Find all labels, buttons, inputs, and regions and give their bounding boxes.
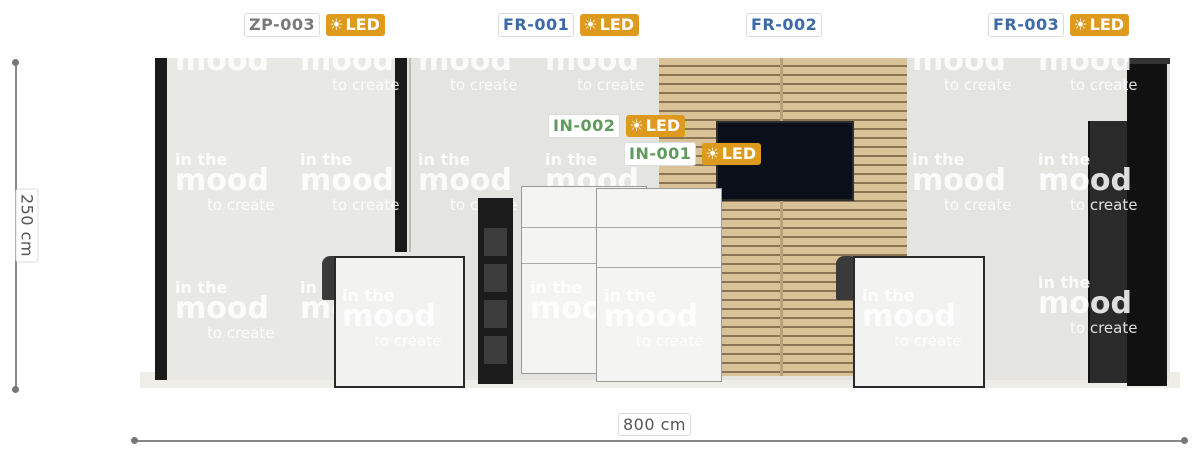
wall-post-right [1127,62,1167,386]
side-shelf [1088,121,1132,383]
stool-right [836,256,858,300]
cabinet-front [596,188,722,382]
led-badge: ☀LED [1070,14,1130,36]
led-badge: ☀LED [702,143,762,165]
width-label: 800 cm [618,413,692,436]
watermark-text: mood to create [1038,43,1138,94]
height-label: 250 cm [15,188,39,263]
component-code: FR-003 [988,13,1065,37]
led-badge: ☀LED [580,14,640,36]
sun-icon: ☀ [629,116,644,135]
component-code: IN-002 [548,114,621,138]
tag-in-002[interactable]: IN-002 ☀LED [548,114,686,138]
sun-icon: ☀ [1073,15,1088,34]
sun-icon: ☀ [329,15,344,34]
tag-fr-001[interactable]: FR-001 ☀LED [498,13,640,37]
wall-post-left [155,58,167,380]
watermark-text: mood to create [912,43,1012,94]
watermark-text: mood [175,43,269,78]
component-code: IN-001 [624,142,697,166]
tag-zp-003[interactable]: ZP-003 ☀LED [244,13,385,37]
led-badge: ☀LED [326,14,385,36]
counter-left [334,256,465,388]
component-code: ZP-003 [244,13,321,37]
tag-fr-002[interactable]: FR-002 [746,13,823,37]
sun-icon: ☀ [583,15,598,34]
tag-fr-003[interactable]: FR-003 ☀LED [988,13,1130,37]
watermark-text: mood to create [418,43,518,94]
sun-icon: ☀ [705,144,720,163]
brochure-rack [478,198,513,384]
watermark-text: mood to create [300,43,400,94]
component-code: FR-001 [498,13,575,37]
counter-right [853,256,985,388]
led-badge: ☀LED [626,115,686,137]
component-code: FR-002 [746,13,823,37]
watermark-text: mood to create [545,43,645,94]
wall-post-mid [395,58,407,252]
tag-in-001[interactable]: IN-001 ☀LED [624,142,762,166]
